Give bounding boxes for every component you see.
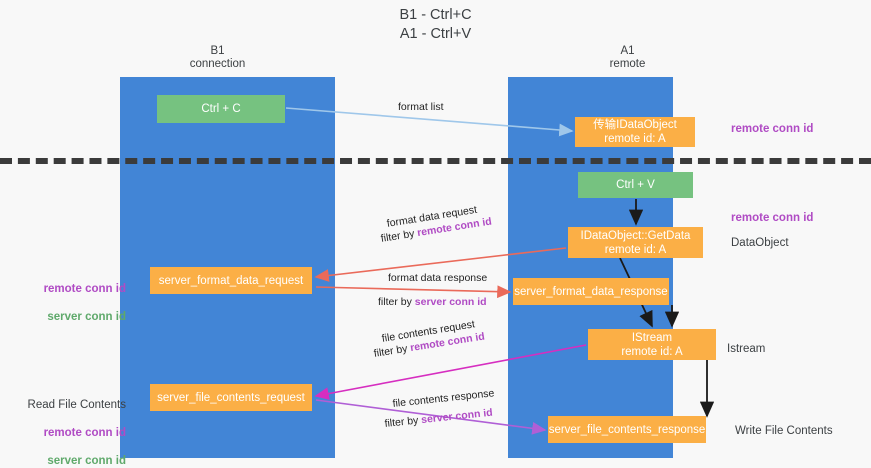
label-group-conn-ids-top: remote conn id server conn id [22,268,126,324]
connector-format-data-request [314,247,567,282]
edge-label-format-list: format list [398,101,444,113]
edge-label-format-data-response: format data response [388,272,488,284]
node-idataobject[interactable]: 传输IDataObject remote id: A [575,117,695,147]
node-server-file-contents-response[interactable]: server_file_contents_response [548,416,706,443]
label-group-read-file-contents: Read File Contents remote conn id server… [12,384,126,468]
label-dataobject: DataObject [731,237,789,249]
label-read-file-contents: Read File Contents [27,399,126,411]
node-server-format-data-request[interactable]: server_format_data_request [150,267,312,294]
edge-label-format-data-response-filter: filter by server conn id [378,296,487,309]
node-server-format-data-response[interactable]: server_format_data_response [513,278,669,305]
page-title: B1 - Ctrl+C A1 - Ctrl+V [399,7,472,42]
label-remote-conn-id-top: remote conn id [731,123,814,135]
connector-file-contents-request [314,344,587,400]
node-ctrl-c[interactable]: Ctrl + C [157,95,285,123]
connector-file-contents-response [315,399,547,435]
node-ctrl-v[interactable]: Ctrl + V [578,172,693,198]
node-server-file-contents-request[interactable]: server_file_contents_request [150,384,312,411]
node-istream[interactable]: IStream remote id: A [588,329,716,360]
column-header-a1: A1 remote [609,45,646,70]
connector-format-list [285,107,574,137]
label-remote-conn-id-mid: remote conn id [731,212,814,224]
filter-emphasis-2: server conn id [414,296,487,308]
connector-format-data-response [315,285,512,299]
label-remote-conn-id-2: remote conn id [43,427,126,439]
label-server-conn-id: server conn id [47,311,126,323]
phase-divider [0,158,871,164]
column-header-b1: B1 connection [189,45,246,70]
node-idataobject-getdata[interactable]: IDataObject::GetData remote id: A [568,227,703,258]
filter-prefix-2: filter by [378,296,415,308]
label-server-conn-id-2: server conn id [47,455,126,467]
filter-prefix-4: filter by [384,414,422,430]
label-istream: Istream [727,343,766,355]
label-write-file-contents: Write File Contents [735,425,833,437]
label-remote-conn-id: remote conn id [43,283,126,295]
